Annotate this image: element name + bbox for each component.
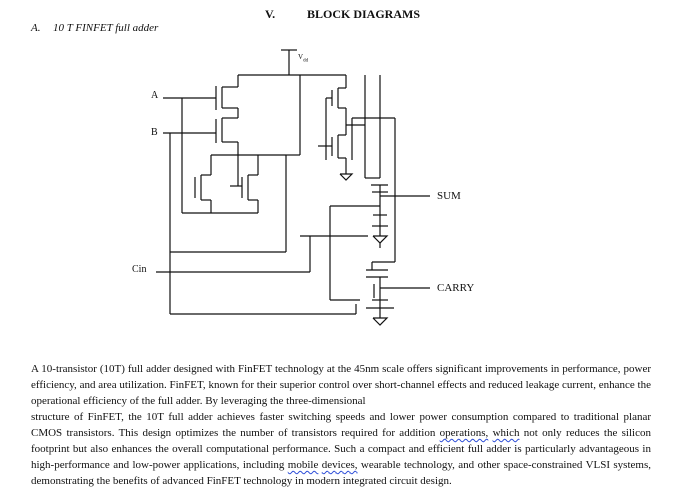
vdd-label-text: Vdd (298, 53, 309, 64)
spellcheck-word: operations, (439, 427, 489, 439)
paragraph-1: A 10-transistor (10T) full adder designe… (31, 363, 651, 407)
section-heading: V. BLOCK DIAGRAMS (0, 7, 683, 25)
transistor-b (163, 117, 239, 153)
output-sum-label: SUM (437, 190, 461, 202)
vdd-symbol (238, 49, 346, 76)
input-cin-label: Cin (132, 264, 147, 275)
transistor-pair-mid (170, 153, 286, 253)
section-title: BLOCK DIAGRAMS (307, 7, 421, 21)
body-text: A 10-transistor (10T) full adder designe… (31, 361, 651, 489)
subsection-heading: A. 10 T FINFET full adder (31, 22, 158, 34)
transistor-pair-right (318, 75, 366, 181)
input-b-label: B (151, 127, 158, 138)
spellcheck-word: devices, (321, 459, 358, 471)
section-number: V. (265, 7, 276, 21)
carry-stage (366, 261, 430, 326)
subsection-title: 10 T FINFET full adder (53, 22, 159, 34)
full-adder-circuit-diagram (156, 49, 430, 326)
spellcheck-word: which (492, 427, 520, 439)
transistor-a (163, 75, 239, 118)
spellcheck-word: mobile (287, 459, 319, 471)
input-a-label: A (151, 90, 159, 101)
sum-stage (365, 177, 430, 248)
subsection-letter: A. (31, 22, 41, 34)
paragraph-2: structure of FinFET, the 10T full adder … (31, 411, 651, 487)
output-carry-label: CARRY (437, 282, 475, 294)
